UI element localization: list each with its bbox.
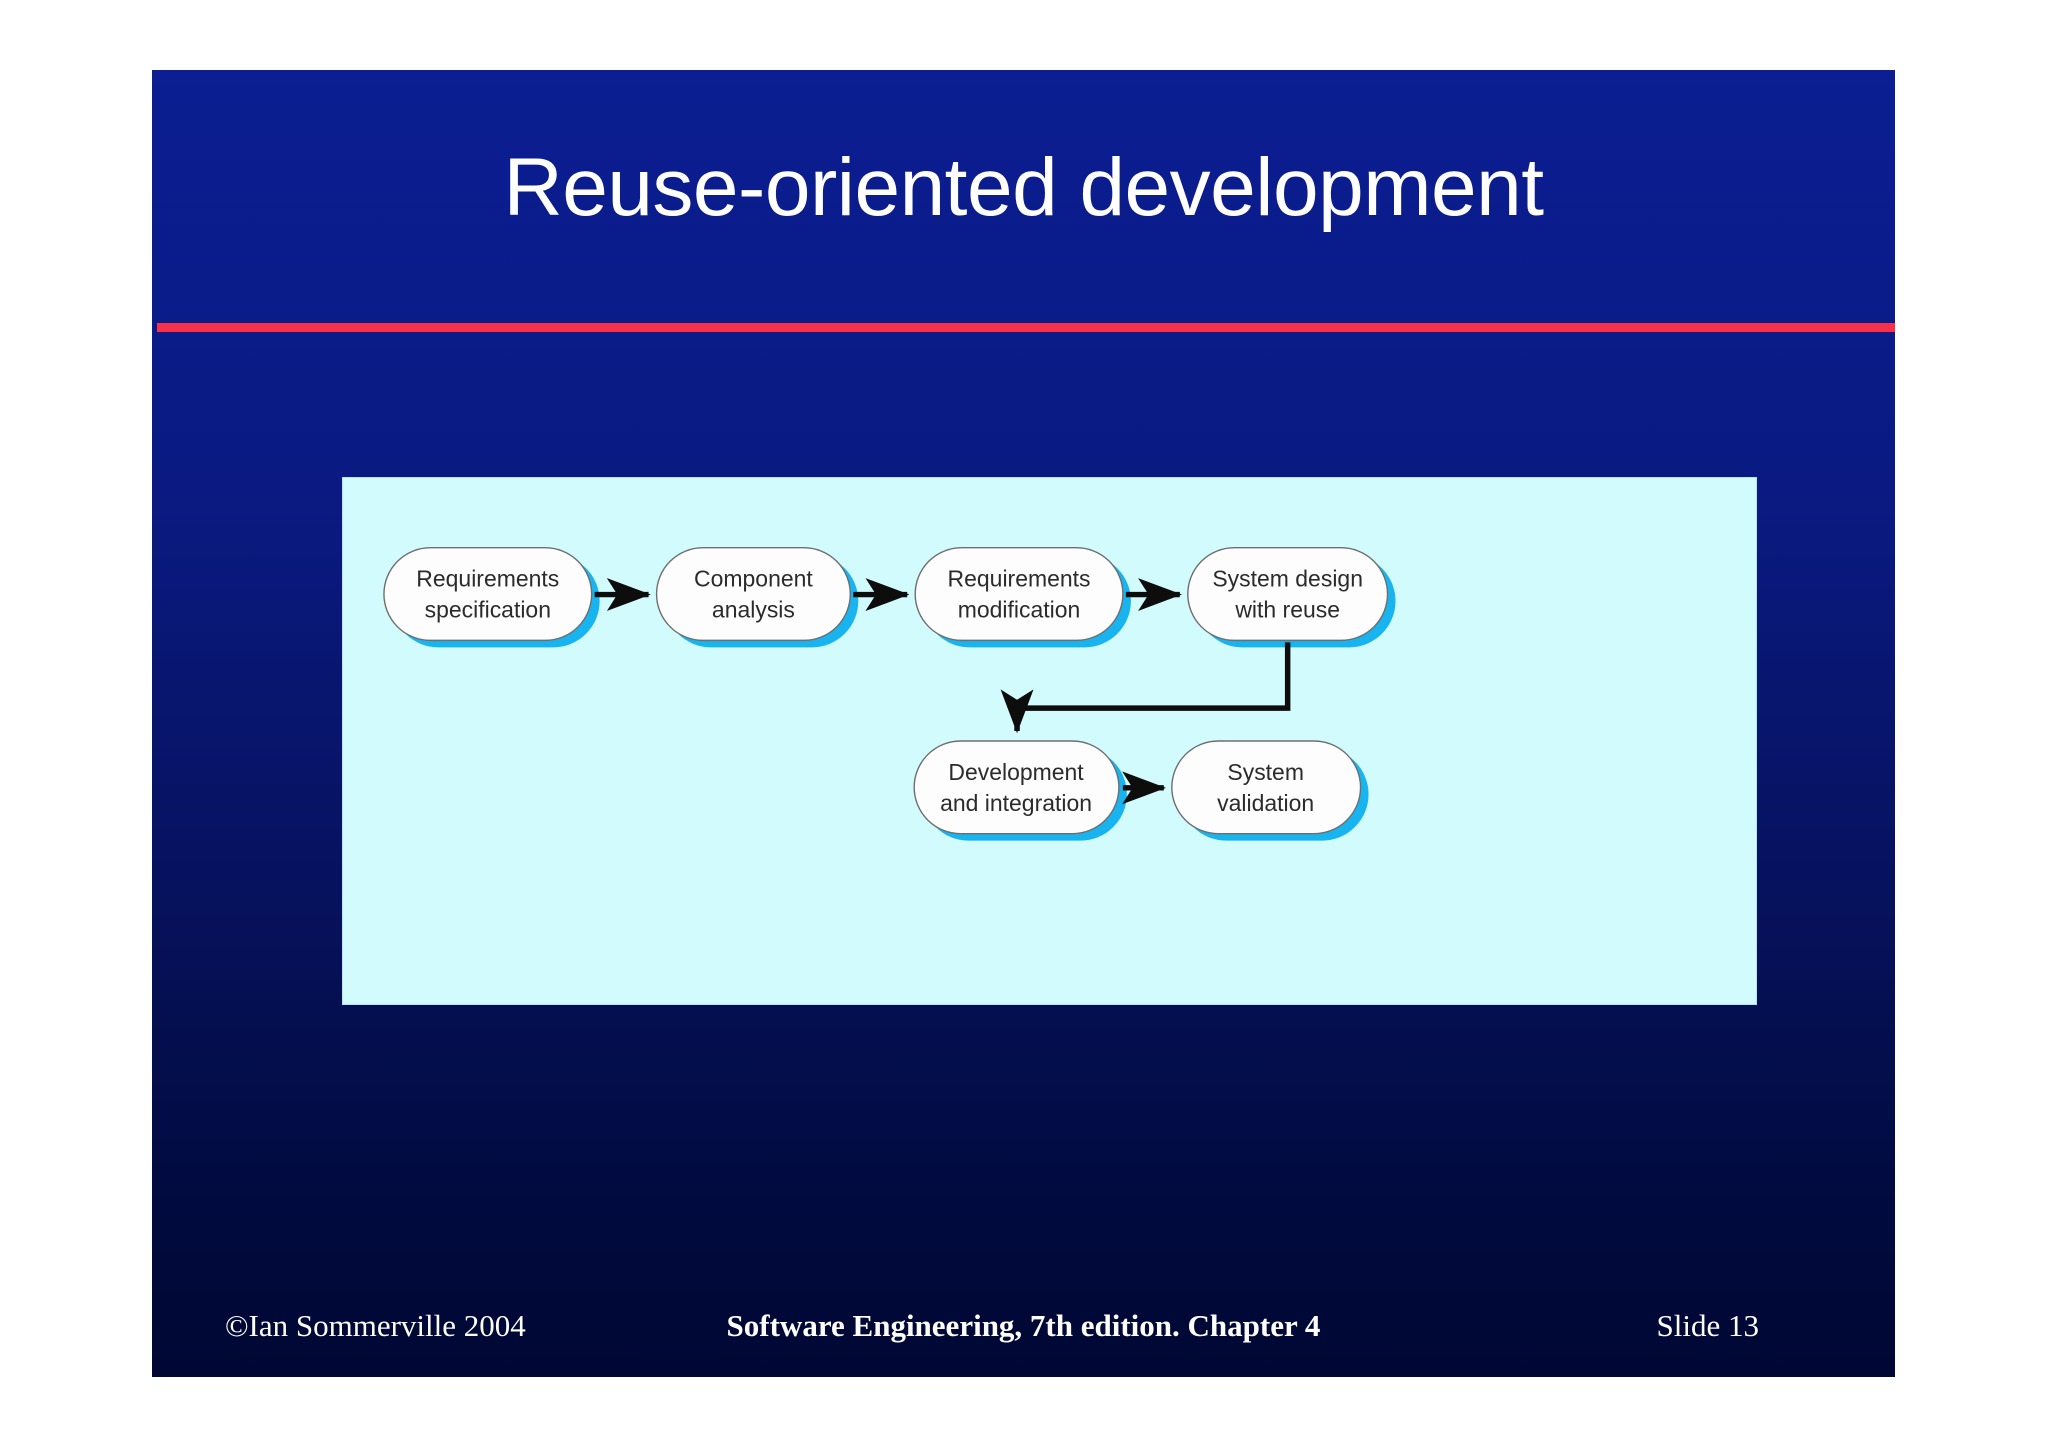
node-label-line2: with reuse	[1234, 597, 1340, 623]
node-requirements-modification[interactable]: Requirements modification	[914, 547, 1131, 648]
footer-copyright: ©Ian Sommerville 2004	[225, 1308, 526, 1343]
footer-book-reference: Software Engineering, 7th edition. Chapt…	[726, 1308, 1321, 1343]
node-component-analysis[interactable]: Component analysis	[655, 547, 859, 648]
node-system-design-with-reuse[interactable]: System design with reuse	[1187, 547, 1396, 648]
title-area: Reuse-oriented development	[152, 142, 1895, 265]
edge-system-design-with-reuse-to-development-and-integration	[1000, 642, 1291, 734]
node-development-and-integration[interactable]: Development and integration	[913, 740, 1127, 841]
node-label-line1: Requirements	[948, 566, 1091, 592]
slide-footer: ©Ian Sommerville 2004 Software Engineeri…	[152, 1303, 1895, 1349]
node-label-line2: modification	[958, 597, 1081, 623]
node-system-validation[interactable]: System validation	[1171, 740, 1369, 841]
slide-canvas: Reuse-oriented development Requirements …	[152, 70, 1895, 1377]
title-divider-rule	[157, 323, 1895, 332]
node-label-line1: Component	[694, 566, 813, 592]
node-label-line1: System design	[1212, 566, 1363, 592]
diagram-panel: Requirements specification Component ana…	[342, 477, 1757, 1005]
node-label-line2: and integration	[940, 790, 1092, 816]
node-label-line2: specification	[425, 597, 551, 623]
reuse-oriented-flowchart: Requirements specification Component ana…	[383, 547, 1396, 841]
node-label-line2: analysis	[712, 597, 795, 623]
node-label-line1: Development	[948, 759, 1084, 785]
node-requirements-specification[interactable]: Requirements specification	[383, 547, 600, 648]
footer-slide-number: Slide 13	[1656, 1308, 1759, 1343]
node-label-line1: Requirements	[416, 566, 559, 592]
node-label-line2: validation	[1217, 790, 1314, 816]
node-label-line1: System	[1227, 759, 1304, 785]
page-title: Reuse-oriented development	[503, 142, 1545, 233]
